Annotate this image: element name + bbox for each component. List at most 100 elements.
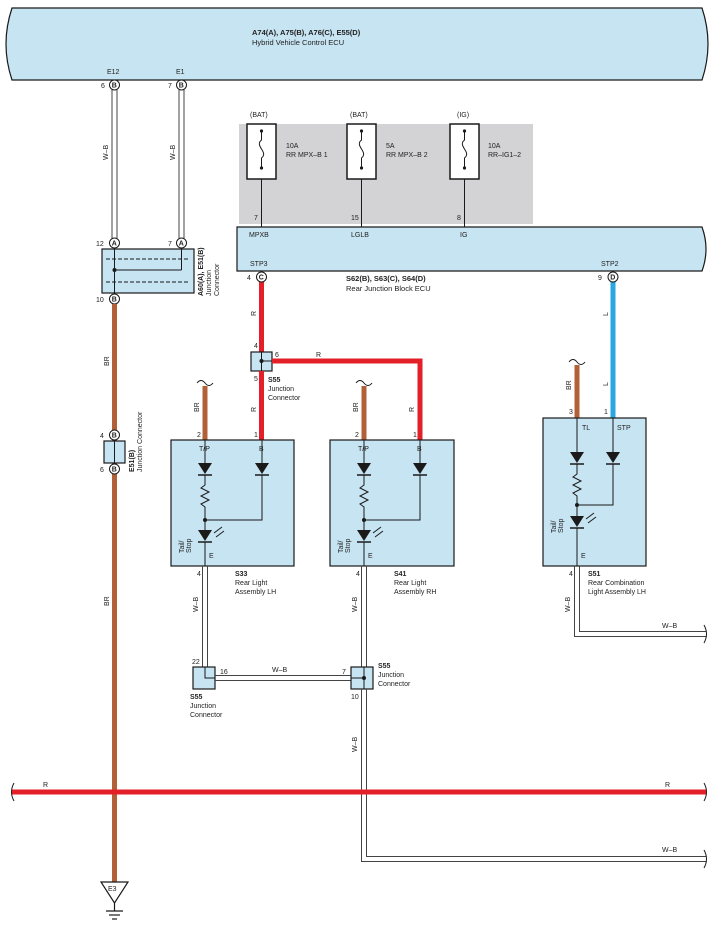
s51-func1: Tail/ (551, 520, 558, 533)
fuse-2-dot-bottom (359, 166, 364, 170)
wire-label-wb-e12: W–B (103, 145, 110, 161)
s41-box (329, 439, 455, 567)
jc-pin-10-num: 10 (96, 297, 104, 304)
pin-e1-conn: B (179, 83, 184, 90)
wb-wire-e1 (178, 90, 185, 238)
s33-pin4: 4 (197, 571, 201, 578)
s55-right-name1: Junction (378, 672, 404, 679)
s41-func1: Tail/ (338, 540, 345, 553)
e51-pin-6-terminal (109, 463, 120, 475)
s41-id: S41 (394, 571, 407, 578)
stp3-conn: C (259, 275, 264, 282)
wire-label-br-s41: BR (353, 402, 360, 412)
s33-name1: Rear Light (235, 580, 267, 587)
s51-name1: Rear Combination (588, 580, 645, 587)
r-wire-to-s41 (272, 358, 423, 440)
s41-pin2: 2 (355, 432, 359, 439)
e51-pin-6-conn: B (112, 467, 117, 474)
fuse-3-rating: 10A (488, 143, 501, 150)
s51-id: S51 (588, 571, 601, 578)
s55-left-name1: Junction (190, 703, 216, 710)
fuse-1-dot-top (259, 129, 264, 133)
s33-pin1: 1 (254, 432, 258, 439)
jc-pin-12-conn: A (112, 241, 117, 248)
s51-pin1: 1 (604, 409, 608, 416)
jc-a60-name2: Connector (214, 263, 221, 296)
s51-led-rays (585, 512, 597, 524)
s33-name2: Assembly LH (235, 589, 276, 596)
pin-label-e1: E1 (176, 69, 185, 76)
wire-label-wb-bottom-v: W–B (352, 737, 359, 753)
stp3-terminal (256, 271, 267, 283)
rear-ecu-term-mpxb: MPXB (249, 232, 269, 239)
jc-pin-10-conn: B (112, 297, 117, 304)
s51-func2: Stop (558, 518, 565, 533)
s33-resistor (199, 475, 211, 530)
wb-wire-s51 (574, 566, 706, 637)
s41-diode-tp (357, 463, 371, 474)
s55-top-pin6: 6 (275, 352, 279, 359)
s41-line-b-join (364, 475, 421, 521)
wire-label-r-stp3: R (251, 311, 258, 316)
s41-led-rays (372, 526, 384, 538)
s51-e: E (581, 553, 586, 560)
jc-pin-7-conn: A (179, 241, 184, 248)
tilde-s51 (568, 359, 586, 365)
hybrid-ecu-connectors: A74(A), A75(B), A76(C), E55(D) (252, 28, 361, 37)
stp2-terminal (607, 271, 619, 283)
hybrid-ecu-box (5, 7, 709, 81)
s51-line-stp-join (577, 464, 614, 506)
pin-e12-conn: B (112, 83, 117, 90)
rear-ecu-term-ig: IG (460, 232, 467, 239)
tilde-s41 (355, 380, 373, 386)
s55-left-pin22: 22 (192, 659, 200, 666)
wire-label-wb-s51-v: W–B (565, 597, 572, 613)
s51-pin4: 4 (569, 571, 573, 578)
s51-led (570, 516, 584, 527)
jc-a60-id: A60(A), E51(B) (198, 247, 205, 296)
fuse-2-rating: 5A (386, 143, 395, 150)
fuse-1-dot-bottom (259, 166, 264, 170)
rear-ecu-name: Rear Junction Block ECU (346, 284, 431, 293)
s55-left-name2: Connector (190, 712, 223, 719)
wire-label-br-lower: BR (104, 596, 111, 606)
s41-name2: Assembly RH (394, 589, 436, 596)
wb-wire-e12 (111, 90, 118, 238)
fuse-2-name: RR MPX–B 2 (386, 152, 428, 159)
fuse-2-source: (BAT) (350, 112, 368, 119)
s55-right-id: S55 (378, 663, 391, 670)
s51-name2: Light Assembly LH (588, 589, 646, 596)
wb-wire-s41 (361, 566, 367, 667)
jc-a60-junction-dot (112, 268, 117, 272)
e51-pin-4-terminal (109, 429, 120, 441)
wire-label-r-right: R (665, 782, 670, 789)
stp3-num: 4 (247, 275, 251, 282)
pin-e12-num: 6 (101, 83, 105, 90)
s41-pin4: 4 (356, 571, 360, 578)
wire-label-wb-e1: W–B (170, 145, 177, 161)
s41-diode-b (413, 463, 427, 474)
s33-e: E (209, 553, 214, 560)
fuse-3-source: (IG) (457, 112, 469, 119)
fuse-3-icon (461, 131, 468, 168)
s41-e: E (368, 553, 373, 560)
s33-line-b-join (205, 475, 263, 521)
s55-top-dot (259, 359, 264, 363)
s33-diode-b (255, 463, 269, 474)
s41-func2: Stop (345, 538, 352, 553)
s55-top-pin5: 5 (254, 376, 258, 383)
wire-label-br-main: BR (104, 356, 111, 366)
jc-pin-7-terminal (176, 237, 187, 249)
lamp-s41: 2 1 T/P B E Tail/ Stop 4 S41 Rear Light … (329, 432, 455, 596)
r-wire-break-right (703, 782, 707, 802)
s33-led (198, 530, 212, 541)
s33-box (170, 439, 295, 567)
s51-box (542, 417, 647, 567)
lamp-s51: 3 1 TL STP E Tail/ Stop 4 S51 Rear Combi… (542, 409, 647, 596)
s55-left-internal (204, 667, 215, 679)
s55-right-name2: Connector (378, 681, 411, 688)
s41-resistor (358, 475, 370, 530)
fuse-area (239, 124, 533, 224)
ground-e3-label: E3 (108, 886, 117, 893)
fuse-1-icon (258, 131, 265, 168)
